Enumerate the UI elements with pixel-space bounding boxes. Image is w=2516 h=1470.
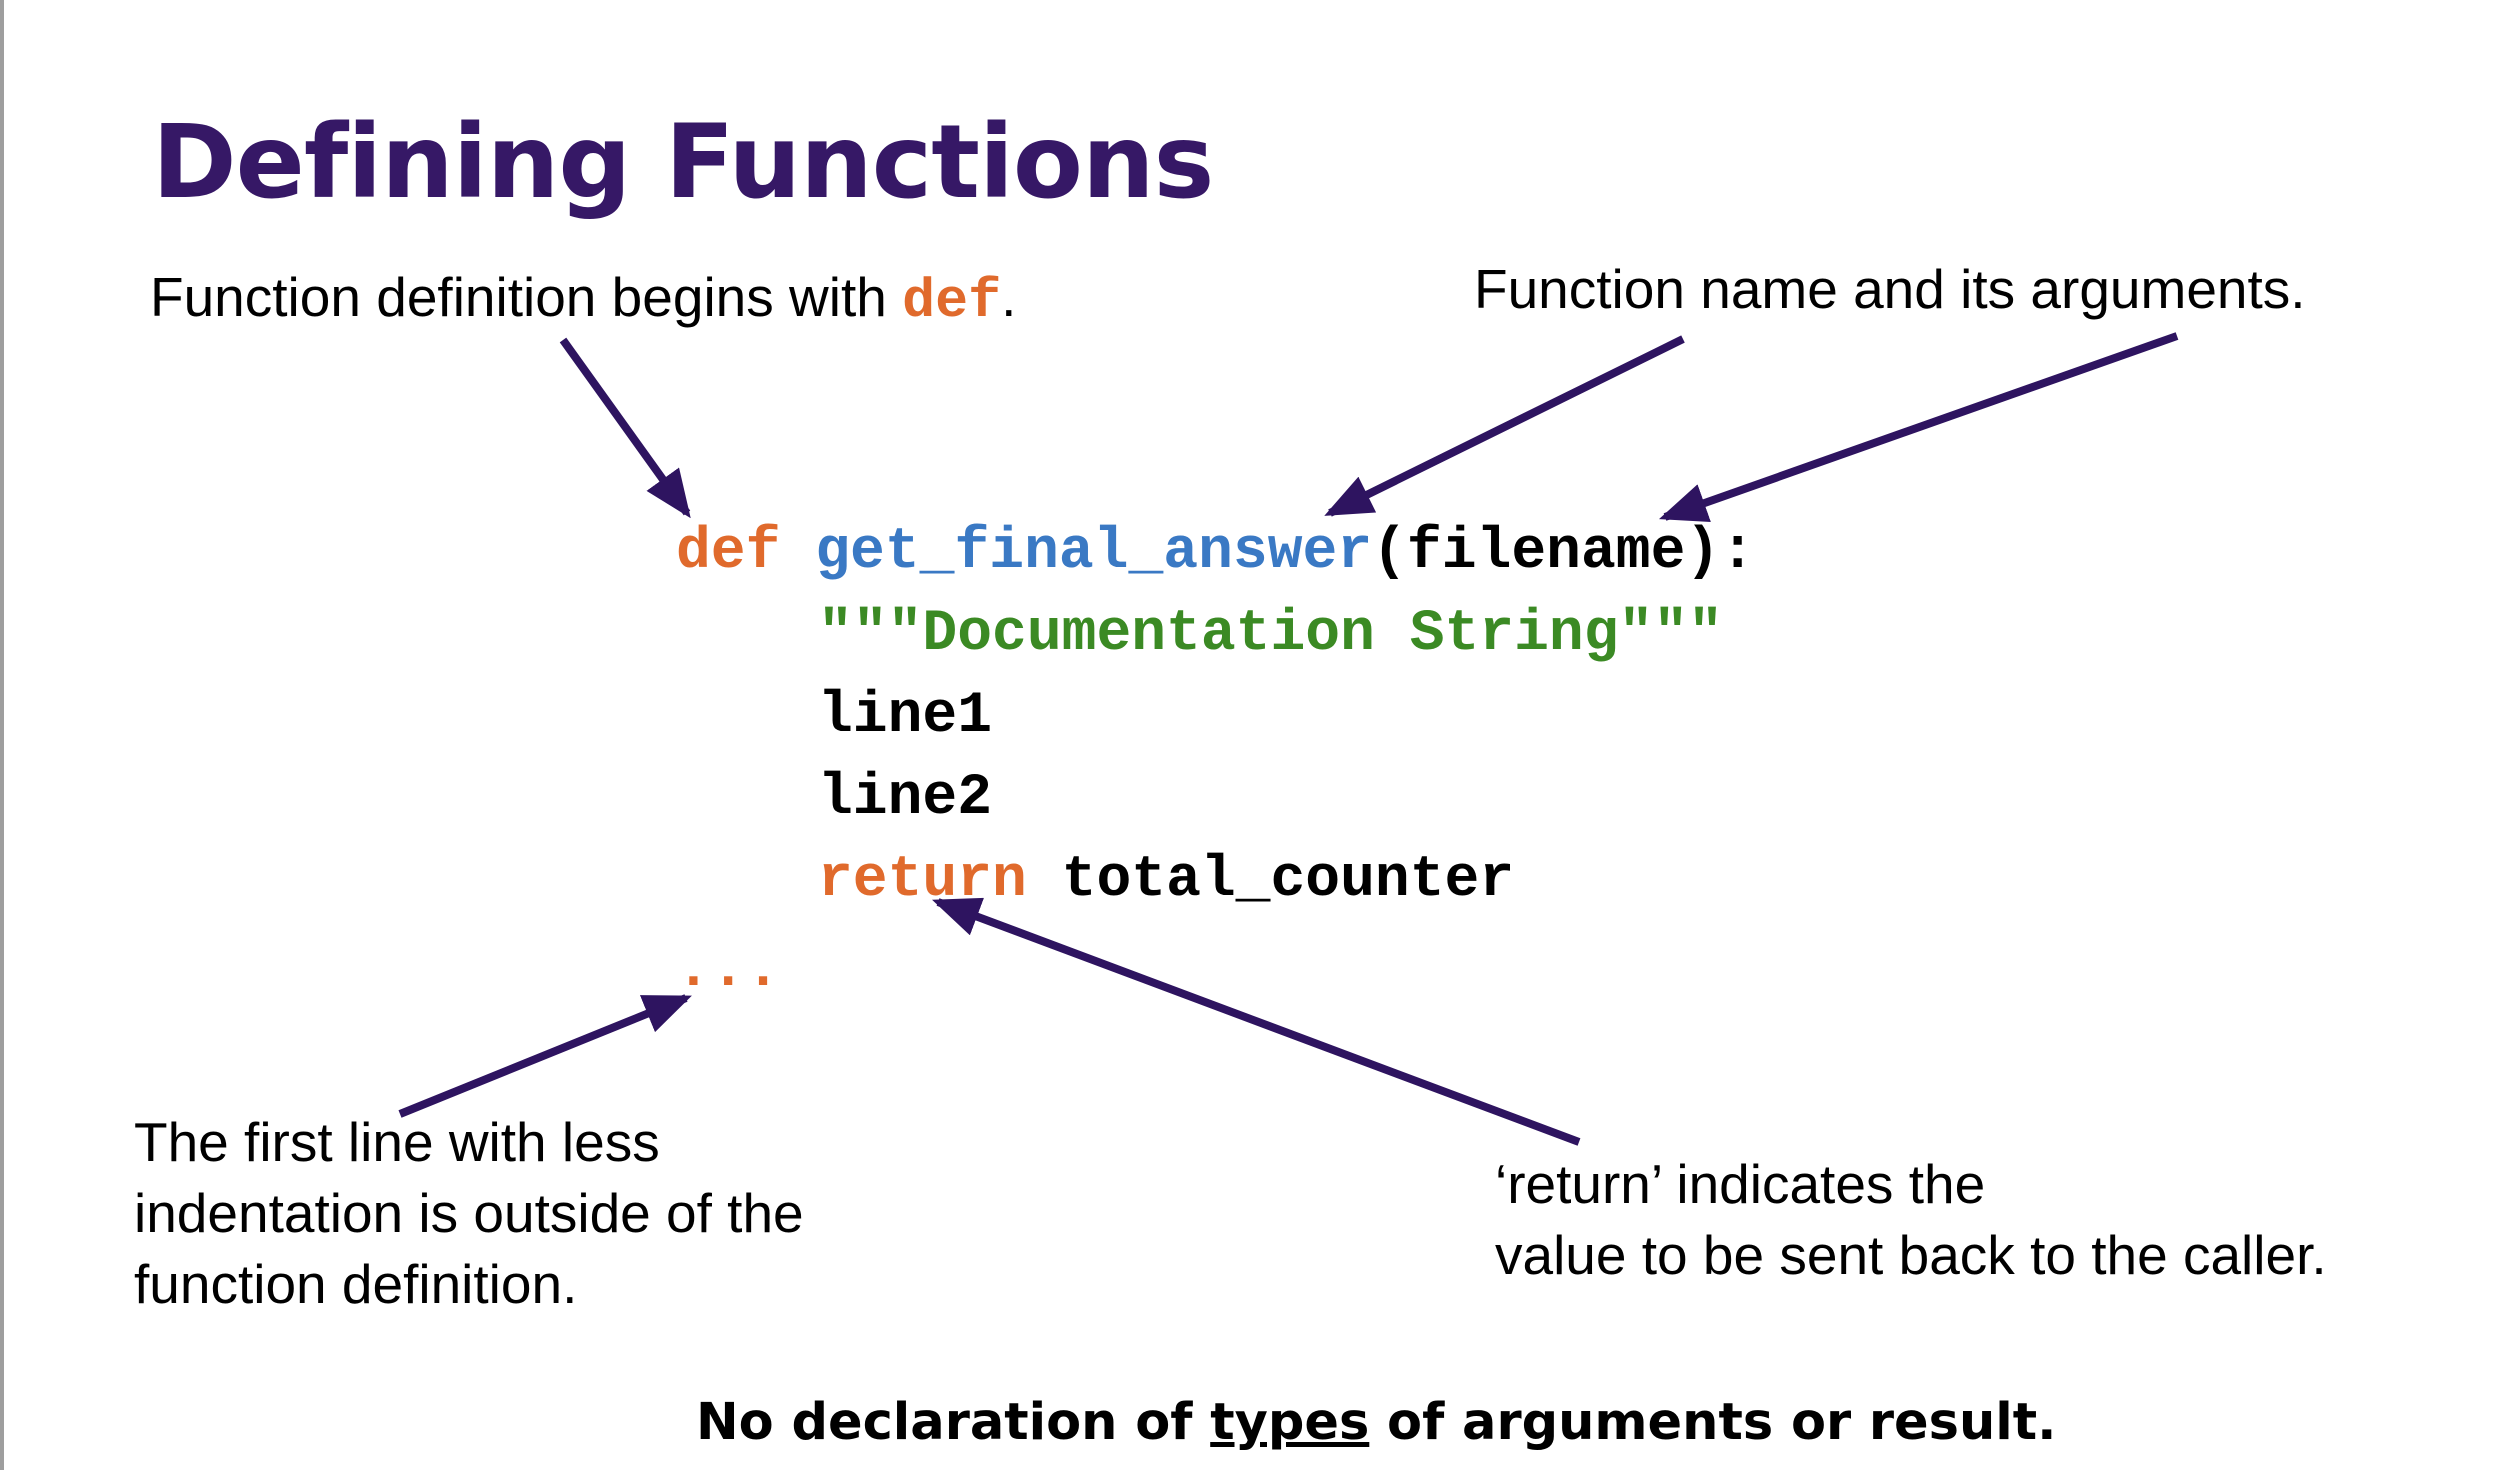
arrow-to-def xyxy=(559,337,691,519)
function-arguments: (filename) xyxy=(1372,520,1721,585)
code-line-2: line2 xyxy=(818,766,993,831)
slide-left-border xyxy=(0,0,4,1470)
arrow-to-function-name xyxy=(1324,335,1685,517)
code-ellipsis: ... xyxy=(676,938,781,1003)
code-line-def: def get_final_answer(filename): xyxy=(676,518,1755,588)
footer-note: No declaration of types of arguments or … xyxy=(696,1393,2057,1452)
arrow-to-return xyxy=(932,897,1581,1146)
return-annotation-line-1: ‘return’ indicates the xyxy=(1495,1153,1986,1215)
function-name: get_final_answer xyxy=(815,520,1373,585)
indentation-annotation-line-3: function definition. xyxy=(134,1253,578,1315)
footer-text-prefix: No declaration of xyxy=(696,1393,1211,1452)
code-line-docstring: """Documentation String""" xyxy=(818,602,1723,667)
def-annotation: Function definition begins with def. xyxy=(150,262,1016,337)
def-annotation-keyword: def xyxy=(902,270,1002,333)
footer-text-suffix: of arguments or result. xyxy=(1369,1393,2057,1452)
slide-title: Defining Functions xyxy=(152,103,1214,222)
def-keyword: def xyxy=(676,520,781,585)
def-annotation-text: Function definition begins with xyxy=(150,266,903,328)
indentation-annotation: The first line with less indentation is … xyxy=(134,1107,804,1320)
arrow-to-ellipsis xyxy=(398,994,692,1118)
code-line-1: line1 xyxy=(818,684,993,749)
return-value: total_counter xyxy=(1061,848,1515,913)
indentation-annotation-line-1: The first line with less xyxy=(134,1111,660,1173)
return-keyword: return xyxy=(818,848,1027,913)
return-annotation-line-2: value to be sent back to the caller. xyxy=(1495,1224,2327,1286)
def-annotation-period: . xyxy=(1001,266,1017,328)
return-annotation: ‘return’ indicates the value to be sent … xyxy=(1495,1149,2327,1291)
function-colon: : xyxy=(1720,520,1755,585)
footer-underlined-word: types xyxy=(1210,1393,1370,1452)
indentation-annotation-line-2: indentation is outside of the xyxy=(134,1182,804,1244)
name-args-annotation: Function name and its arguments. xyxy=(1474,258,2306,320)
code-line-return: return total_counter xyxy=(818,846,1514,916)
arrow-to-arguments xyxy=(1658,332,2179,522)
